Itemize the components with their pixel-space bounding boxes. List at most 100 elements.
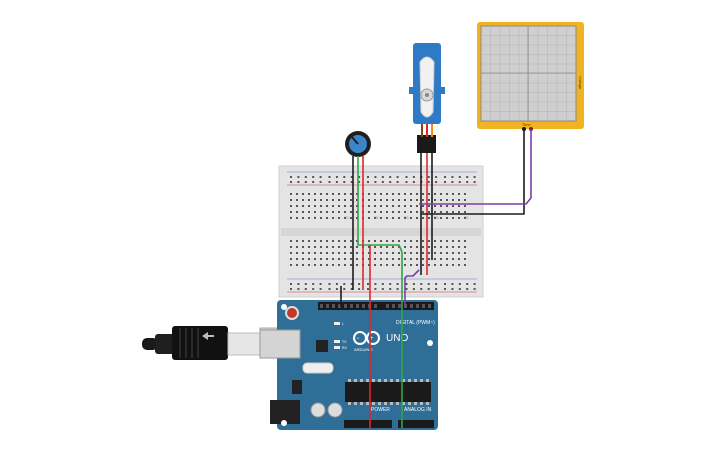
- breadboard-hole[interactable]: [374, 258, 376, 260]
- breadboard-hole[interactable]: [434, 211, 436, 213]
- breadboard-hole[interactable]: [356, 264, 358, 266]
- breadboard-hole[interactable]: [328, 283, 331, 285]
- breadboard-hole[interactable]: [440, 246, 442, 248]
- breadboard-hole[interactable]: [446, 264, 448, 266]
- breadboard-hole[interactable]: [374, 283, 377, 285]
- breadboard-hole[interactable]: [326, 264, 328, 266]
- breadboard-hole[interactable]: [296, 258, 298, 260]
- breadboard-hole[interactable]: [410, 264, 412, 266]
- breadboard-hole[interactable]: [290, 211, 292, 213]
- breadboard-hole[interactable]: [410, 193, 412, 195]
- breadboard-hole[interactable]: [328, 176, 331, 178]
- breadboard-hole[interactable]: [332, 258, 334, 260]
- breadboard-hole[interactable]: [464, 211, 466, 213]
- breadboard-hole[interactable]: [368, 217, 370, 219]
- breadboard-hole[interactable]: [308, 193, 310, 195]
- breadboard-hole[interactable]: [428, 211, 430, 213]
- breadboard-hole[interactable]: [350, 252, 352, 254]
- breadboard-hole[interactable]: [304, 176, 307, 178]
- breadboard-hole[interactable]: [380, 252, 382, 254]
- breadboard-hole[interactable]: [314, 258, 316, 260]
- pot-wiper-wire[interactable]: [357, 156, 403, 428]
- breadboard-hole[interactable]: [302, 240, 304, 242]
- breadboard-hole[interactable]: [314, 205, 316, 207]
- breadboard-hole[interactable]: [389, 283, 392, 285]
- breadboard-hole[interactable]: [332, 205, 334, 207]
- breadboard-hole[interactable]: [392, 240, 394, 242]
- breadboard-hole[interactable]: [380, 205, 382, 207]
- breadboard-hole[interactable]: [338, 205, 340, 207]
- breadboard-hole[interactable]: [392, 264, 394, 266]
- breadboard-hole[interactable]: [338, 240, 340, 242]
- breadboard-hole[interactable]: [434, 246, 436, 248]
- breadboard-hole[interactable]: [410, 217, 412, 219]
- breadboard-hole[interactable]: [338, 217, 340, 219]
- breadboard-hole[interactable]: [435, 288, 438, 290]
- breadboard-hole[interactable]: [374, 264, 376, 266]
- breadboard-hole[interactable]: [344, 199, 346, 201]
- breadboard-hole[interactable]: [398, 199, 400, 201]
- breadboard-hole[interactable]: [374, 181, 377, 183]
- breadboard-hole[interactable]: [398, 211, 400, 213]
- breadboard-hole[interactable]: [466, 283, 469, 285]
- breadboard-hole[interactable]: [350, 217, 352, 219]
- breadboard-hole[interactable]: [374, 246, 376, 248]
- breadboard-hole[interactable]: [440, 211, 442, 213]
- breadboard-hole[interactable]: [368, 252, 370, 254]
- breadboard-hole[interactable]: [344, 252, 346, 254]
- breadboard-hole[interactable]: [444, 283, 446, 285]
- breadboard-hole[interactable]: [458, 252, 460, 254]
- breadboard-hole[interactable]: [389, 288, 392, 290]
- oscilloscope[interactable]: Voltage Time: [477, 22, 584, 131]
- breadboard-hole[interactable]: [312, 176, 315, 178]
- breadboard-hole[interactable]: [386, 264, 388, 266]
- breadboard-hole[interactable]: [464, 264, 466, 266]
- breadboard-hole[interactable]: [404, 199, 406, 201]
- breadboard-hole[interactable]: [374, 205, 376, 207]
- breadboard-hole[interactable]: [296, 199, 298, 201]
- breadboard-hole[interactable]: [404, 193, 406, 195]
- breadboard-hole[interactable]: [458, 176, 461, 178]
- breadboard-hole[interactable]: [308, 199, 310, 201]
- breadboard-hole[interactable]: [404, 246, 406, 248]
- breadboard-hole[interactable]: [392, 217, 394, 219]
- breadboard-hole[interactable]: [392, 193, 394, 195]
- breadboard-hole[interactable]: [428, 193, 430, 195]
- breadboard-hole[interactable]: [427, 176, 430, 178]
- breadboard-hole[interactable]: [446, 211, 448, 213]
- breadboard-hole[interactable]: [446, 205, 448, 207]
- breadboard-hole[interactable]: [380, 217, 382, 219]
- breadboard-hole[interactable]: [422, 205, 424, 207]
- breadboard-hole[interactable]: [410, 246, 412, 248]
- breadboard-hole[interactable]: [290, 283, 292, 285]
- reset-button[interactable]: [285, 306, 299, 320]
- breadboard-hole[interactable]: [338, 193, 340, 195]
- breadboard-hole[interactable]: [367, 283, 369, 285]
- breadboard-hole[interactable]: [312, 288, 315, 290]
- breadboard-hole[interactable]: [392, 205, 394, 207]
- breadboard-hole[interactable]: [320, 258, 322, 260]
- breadboard-hole[interactable]: [428, 217, 430, 219]
- analog-header[interactable]: [398, 420, 434, 428]
- breadboard-hole[interactable]: [381, 288, 384, 290]
- breadboard-hole[interactable]: [368, 246, 370, 248]
- breadboard-hole[interactable]: [473, 181, 476, 183]
- breadboard-hole[interactable]: [335, 181, 338, 183]
- breadboard-hole[interactable]: [302, 199, 304, 201]
- breadboard-hole[interactable]: [404, 264, 406, 266]
- breadboard-hole[interactable]: [446, 240, 448, 242]
- breadboard-hole[interactable]: [420, 288, 423, 290]
- breadboard-hole[interactable]: [368, 205, 370, 207]
- breadboard-hole[interactable]: [458, 181, 461, 183]
- breadboard-hole[interactable]: [344, 264, 346, 266]
- breadboard-hole[interactable]: [290, 181, 292, 183]
- breadboard-hole[interactable]: [338, 264, 340, 266]
- breadboard-hole[interactable]: [405, 288, 408, 290]
- breadboard-hole[interactable]: [368, 258, 370, 260]
- breadboard-hole[interactable]: [320, 199, 322, 201]
- breadboard-hole[interactable]: [386, 211, 388, 213]
- breadboard-hole[interactable]: [434, 240, 436, 242]
- breadboard-hole[interactable]: [458, 205, 460, 207]
- breadboard-hole[interactable]: [332, 252, 334, 254]
- breadboard-hole[interactable]: [428, 199, 430, 201]
